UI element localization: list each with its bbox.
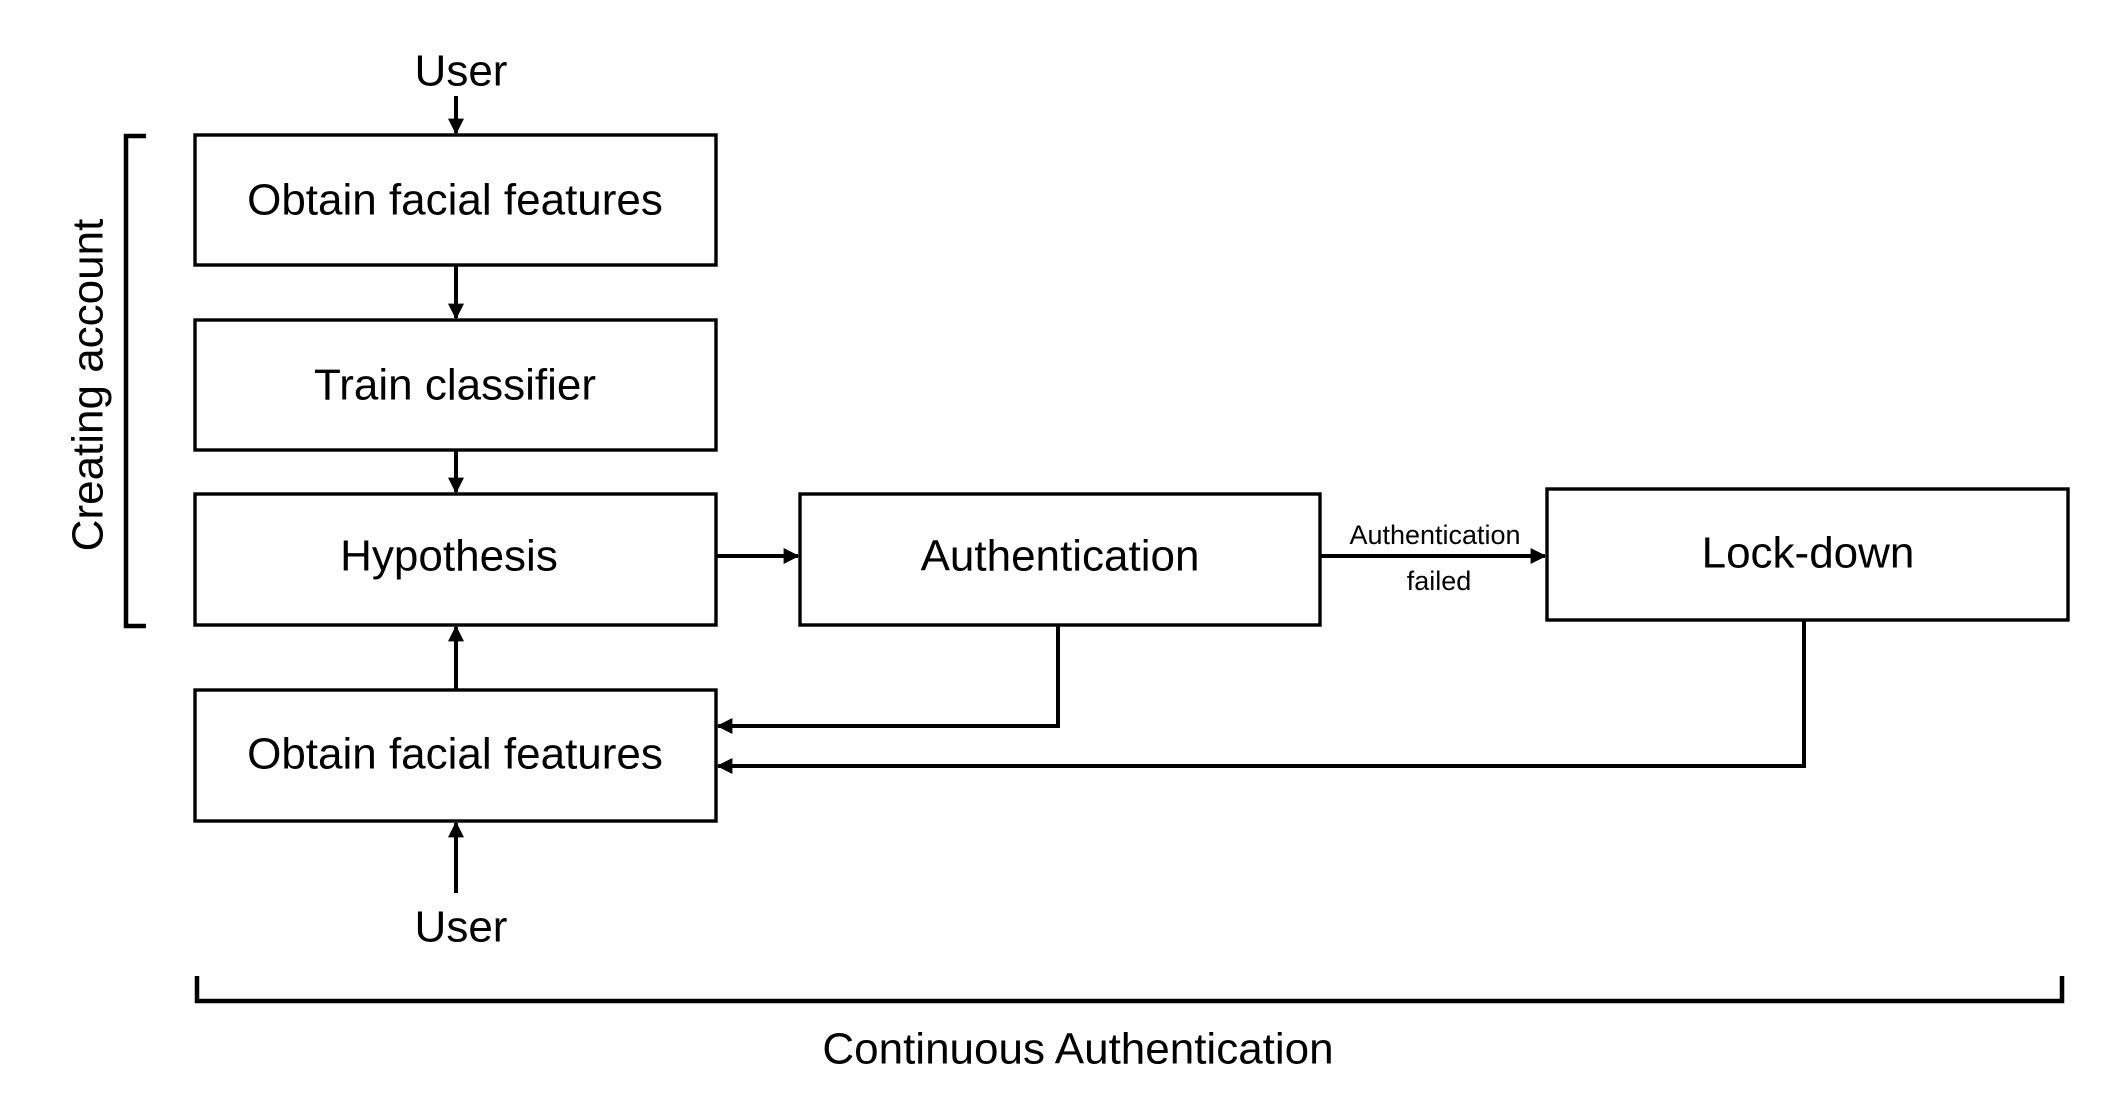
node-lockdown: Lock-down [1545, 487, 2070, 622]
node-train-classifier: Train classifier [193, 318, 718, 452]
node-obtain-bottom-label: Obtain facial features [247, 730, 663, 779]
edge-label-authentication: Authentication [1349, 520, 1520, 550]
continuous-auth-bracket [194, 976, 2065, 1004]
node-obtain-facial-features-top: Obtain facial features [193, 133, 718, 267]
node-lockdown-label: Lock-down [1702, 529, 1915, 578]
continuous-auth-label: Continuous Authentication [822, 1025, 1333, 1074]
user-bottom-label: User [415, 903, 508, 952]
edge-label-failed: failed [1407, 566, 1472, 596]
arrow-lockdown-to-obtain-bottom [716, 620, 1806, 774]
node-obtain-facial-features-bottom: Obtain facial features [193, 688, 718, 823]
node-authentication-label: Authentication [921, 532, 1200, 581]
creating-account-bracket [123, 133, 146, 629]
arrow-authentication-to-obtain-bottom [716, 625, 1060, 734]
node-train-label: Train classifier [314, 361, 596, 410]
node-obtain-top-label: Obtain facial features [247, 176, 663, 225]
node-authentication: Authentication [798, 492, 1322, 627]
node-hypothesis: Hypothesis [193, 492, 718, 627]
user-top-label: User [415, 47, 508, 96]
node-hypothesis-label: Hypothesis [340, 532, 558, 581]
creating-account-label: Creating account [64, 219, 113, 552]
